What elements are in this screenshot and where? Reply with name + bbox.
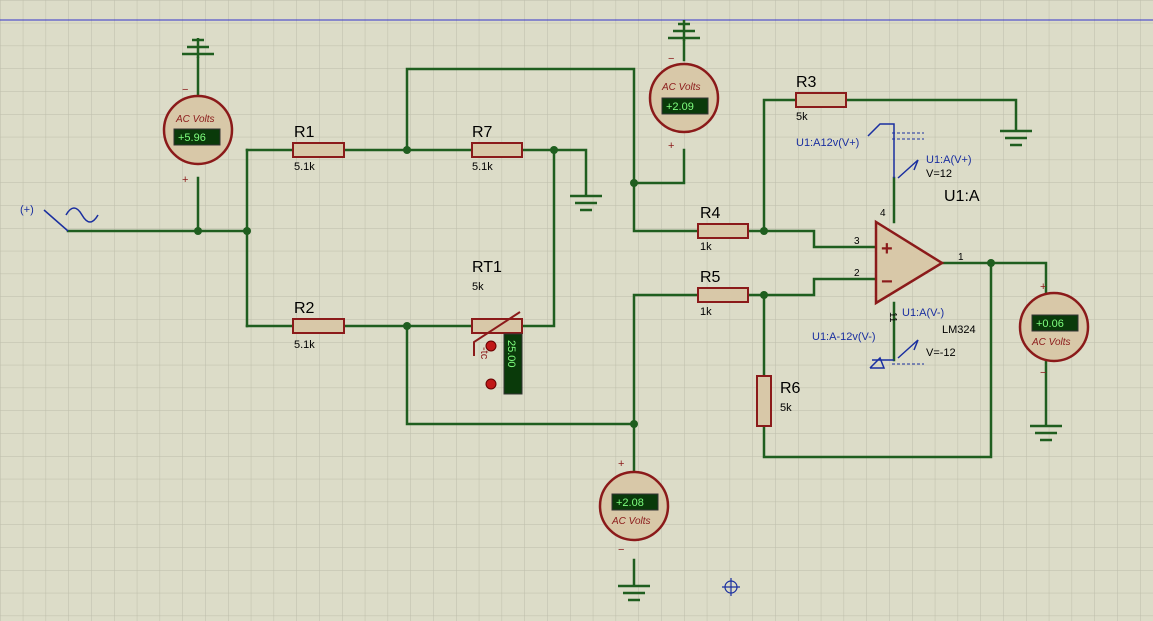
vm-bottom-title: AC Volts [611,516,651,527]
ground-symbol-r7[interactable] [570,194,602,212]
vm-bottom-minus: − [618,544,624,556]
vm-input-plus: + [182,174,188,186]
resistor-r7[interactable]: R7 5.1k [471,124,523,173]
r4-ref: R4 [700,205,721,222]
pin-out-number: 1 [958,252,964,263]
resistor-r5[interactable]: R5 1k [697,269,749,318]
temp-up-button[interactable] [485,340,497,352]
resistor-r1[interactable]: R1 5.1k [292,124,345,173]
opamp-u1a[interactable]: + − U1:A LM324 3 2 1 4 11 [854,188,980,336]
opamp-plus-icon: + [881,238,893,260]
r1-ref: R1 [294,124,315,141]
vminus-probe: U1:A(V-) [902,307,944,319]
vplus-probe-icon [897,159,919,179]
voltmeter-top[interactable]: AC Volts +2.09 − + [648,53,720,152]
vplus-value: V=12 [926,168,952,180]
vplus-probe: U1:A(V+) [926,154,972,166]
pin-vn-number: 11 [887,312,898,323]
ac-generator[interactable]: (+) [20,204,99,232]
vminus-probe-icon [897,339,919,359]
voltmeter-output[interactable]: +0.06 AC Volts + − [1018,281,1090,379]
temp-down-button[interactable] [485,378,497,390]
thermistor-slash-icon [473,311,521,356]
rt1-tag: -tc [478,347,490,360]
temp-display [503,333,523,395]
sine-wave-icon [65,207,99,223]
r5-value: 1k [700,306,712,318]
vm-bottom-plus: + [618,458,624,470]
rail-vplus[interactable]: U1:A12v(V+) U1:A(V+) V=12 [796,123,972,180]
r7-ref: R7 [472,124,493,141]
ground-symbol-top-meter[interactable] [668,20,700,41]
opamp-ref: U1:A [944,188,980,205]
ground-symbol-bottom-meter[interactable] [618,584,650,602]
junctions [194,146,995,428]
r6-ref: R6 [780,380,801,397]
resistor-r4[interactable]: R4 1k [697,205,749,253]
vm-top-value: +2.09 [666,101,694,113]
vm-input-title: AC Volts [175,114,215,125]
vminus-label: U1:A-12v(V-) [812,331,876,343]
resistor-r3[interactable]: R3 5k [795,74,847,123]
r3-value: 5k [796,111,808,123]
r6-value: 5k [780,402,792,414]
opamp-part: LM324 [942,324,976,336]
origin-marker-icon [722,578,740,596]
vm-top-title: AC Volts [661,82,701,93]
rail-vminus[interactable]: U1:A(V-) U1:A-12v(V-) V=-12 [812,307,956,369]
r7-value: 5.1k [472,161,493,173]
pin-minus-number: 2 [854,268,860,279]
voltmeter-input[interactable]: AC Volts +5.96 − + [162,84,234,186]
r4-value: 1k [700,241,712,253]
rt1-value: 5k [472,281,484,293]
pin-vp-number: 4 [880,208,886,219]
vm-top-plus: + [668,140,674,152]
vm-input-minus: − [182,84,188,96]
vplus-label: U1:A12v(V+) [796,137,859,149]
resistor-r6[interactable]: R6 5k [756,375,801,427]
ground-symbol-output[interactable] [1030,424,1062,442]
vm-top-minus: − [668,53,674,65]
voltmeter-bottom[interactable]: +2.08 AC Volts + − [598,458,670,556]
vm-output-minus: − [1040,367,1046,379]
r5-ref: R5 [700,269,721,286]
pin-plus-number: 3 [854,236,860,247]
r3-ref: R3 [796,74,817,91]
vminus-value: V=-12 [926,347,956,359]
ground-symbol-r3[interactable] [1000,129,1032,147]
vminus-ground-icon [869,356,886,369]
r2-value: 5.1k [294,339,315,351]
rt1-temperature: 25.00 [505,340,517,368]
r2-ref: R2 [294,300,315,317]
generator-label: (+) [20,204,34,216]
vm-input-value: +5.96 [178,132,206,144]
vm-output-title: AC Volts [1031,337,1071,348]
ground-symbol-input-meter[interactable] [182,38,214,58]
r1-value: 5.1k [294,161,315,173]
thermistor-rt1[interactable]: RT1 5k -tc 25.00 [471,259,523,395]
rt1-ref: RT1 [472,259,502,276]
vm-output-value: +0.06 [1036,318,1064,330]
vm-output-plus: + [1040,281,1046,293]
opamp-minus-icon: − [881,271,893,293]
resistor-r2[interactable]: R2 5.1k [292,300,345,351]
vm-bottom-value: +2.08 [616,497,644,509]
